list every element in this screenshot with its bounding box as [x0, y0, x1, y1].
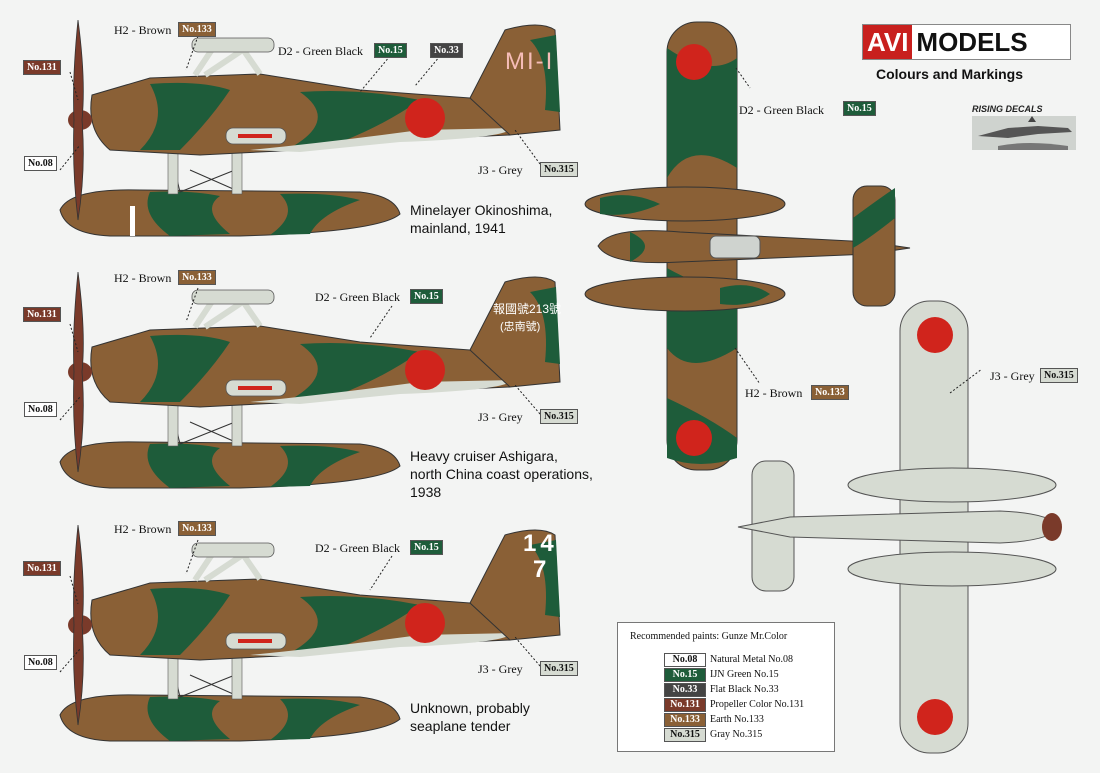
- p3-caption-line2: seaplane tender: [410, 718, 511, 734]
- p1-j3-label: J3 - Grey: [478, 163, 523, 177]
- p1-d2-tag: No.15: [374, 43, 407, 58]
- p2-caption-line2: north China coast operations,: [410, 466, 593, 482]
- top-d2-label: D2 - Green Black: [739, 103, 824, 117]
- p1-d2-label: D2 - Green Black: [278, 44, 363, 58]
- p3-d2-tag: No.15: [410, 540, 443, 555]
- p1-j3-tag: No.315: [540, 162, 578, 177]
- bottom-j3-tag: No.315: [1040, 368, 1078, 383]
- p2-d2-tag: No.15: [410, 289, 443, 304]
- legend-row: No.133 Earth No.133: [664, 712, 764, 727]
- tail-code-2b: (忠南號): [500, 321, 541, 333]
- p2-j3-label: J3 - Grey: [478, 410, 523, 424]
- p2-j3-tag: No.315: [540, 409, 578, 424]
- tail-code-3b: 7: [533, 556, 547, 583]
- logo-models: MODELS: [916, 27, 1028, 57]
- bottom-j3-label: J3 - Grey: [990, 369, 1035, 383]
- legend-swatch: No.08: [664, 652, 706, 667]
- p2-caption-line3: 1938: [410, 484, 442, 500]
- top-h2-tag: No.133: [811, 385, 849, 400]
- p1-black-tag: No.33: [430, 43, 463, 58]
- p1-h2-tag: No.133: [178, 22, 216, 37]
- p1-metal-tag: No.08: [24, 156, 57, 171]
- legend-row: No.33 Flat Black No.33: [664, 682, 779, 697]
- p3-j3-tag: No.315: [540, 661, 578, 676]
- tail-code-1: MI-I: [505, 48, 555, 75]
- p2-metal-tag: No.08: [24, 402, 57, 417]
- p3-h2-tag: No.133: [178, 521, 216, 536]
- tail-code-3: 14: [523, 530, 558, 557]
- p3-prop-tag: No.131: [23, 561, 61, 576]
- p3-j3-label: J3 - Grey: [478, 662, 523, 676]
- p3-d2-label: D2 - Green Black: [315, 541, 400, 555]
- p3-h2-label: H2 - Brown: [114, 522, 172, 536]
- p2-d2-label: D2 - Green Black: [315, 290, 400, 304]
- legend-swatch: No.33: [664, 682, 706, 697]
- p1-caption: Minelayer Okinoshima, mainland, 1941: [410, 201, 552, 237]
- side-profiles-drawing: [0, 0, 600, 773]
- legend-row: No.131 Propeller Color No.131: [664, 697, 805, 712]
- legend-row: No.315 Gray No.315: [664, 727, 763, 742]
- legend-paint-name: Gray No.315: [710, 729, 763, 740]
- legend-paint-name: Earth No.133: [710, 714, 764, 725]
- legend-row: No.08 Natural Metal No.08: [664, 652, 794, 667]
- legend-swatch: No.315: [664, 727, 706, 742]
- paint-legend: Recommended paints: Gunze Mr.Color No.08…: [617, 622, 835, 752]
- p1-prop-tag: No.131: [23, 60, 61, 75]
- page-subtitle: Colours and Markings: [876, 66, 1024, 82]
- top-d2-tag: No.15: [843, 101, 876, 116]
- tail-code-2: 報國號213號: [493, 302, 562, 316]
- rising-decals-label: RISING DECALS: [972, 104, 1043, 114]
- legend-paint-name: Natural Metal No.08: [710, 654, 794, 665]
- legend-swatch: No.15: [664, 667, 706, 682]
- legend-title: Recommended paints: Gunze Mr.Color: [630, 631, 788, 642]
- p2-caption-line1: Heavy cruiser Ashigara,: [410, 448, 558, 464]
- legend-swatch: No.131: [664, 697, 706, 712]
- bottom-view-drawing: [737, 300, 1062, 754]
- p2-prop-tag: No.131: [23, 307, 61, 322]
- legend-paint-name: Propeller Color No.131: [710, 699, 805, 710]
- p3-caption: Unknown, probably seaplane tender: [410, 699, 530, 735]
- top-h2-label: H2 - Brown: [745, 386, 803, 400]
- p2-h2-tag: No.133: [178, 270, 216, 285]
- p1-caption-line1: Minelayer Okinoshima,: [410, 202, 553, 218]
- p2-caption: Heavy cruiser Ashigara, north China coas…: [410, 447, 593, 501]
- p2-h2-label: H2 - Brown: [114, 271, 172, 285]
- legend-paint-name: Flat Black No.33: [710, 684, 779, 695]
- p3-caption-line1: Unknown, probably: [410, 700, 530, 716]
- legend-swatch: No.133: [664, 712, 706, 727]
- logo-avi: AVI: [863, 25, 913, 59]
- p3-metal-tag: No.08: [24, 655, 57, 670]
- p1-h2-label: H2 - Brown: [114, 23, 172, 37]
- avi-models-logo: AVI MODELS: [862, 24, 1071, 60]
- top-view-drawing: [584, 21, 911, 471]
- legend-row: No.15 IJN Green No.15: [664, 667, 779, 682]
- p1-caption-line2: mainland, 1941: [410, 220, 506, 236]
- legend-paint-name: IJN Green No.15: [710, 669, 779, 680]
- rising-decals-logo: [972, 116, 1076, 150]
